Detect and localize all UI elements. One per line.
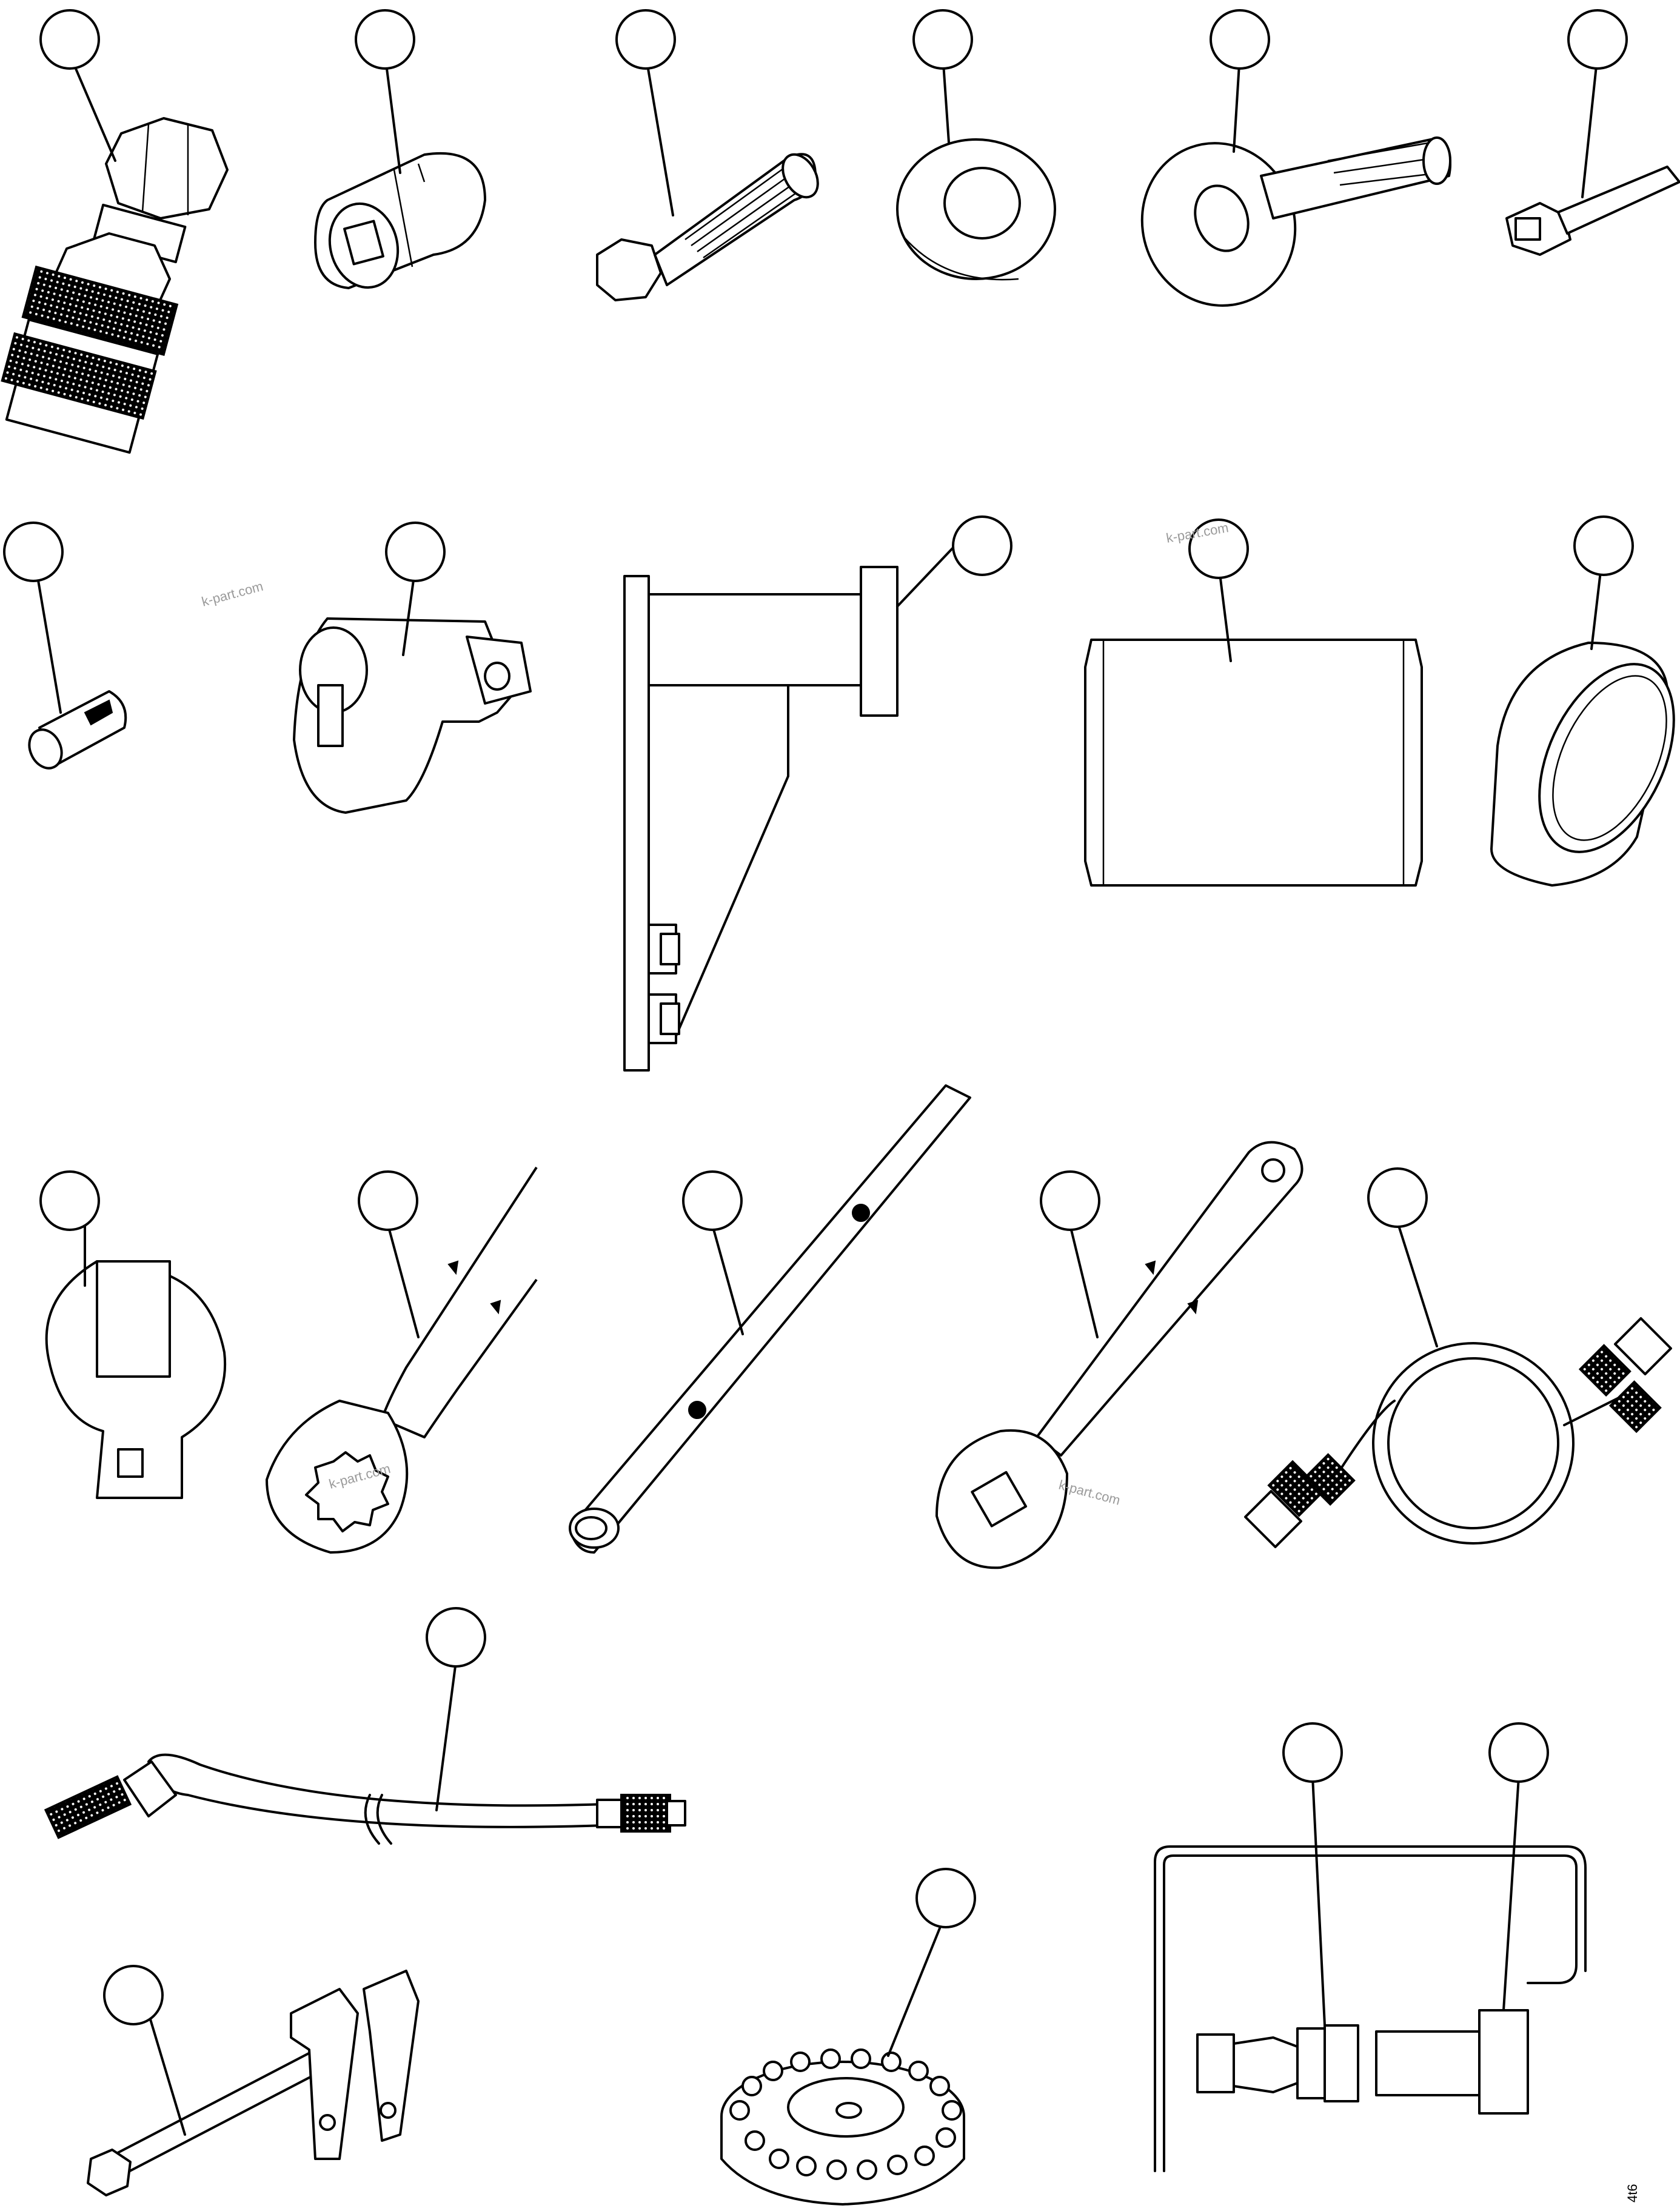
fixture-frame-tool: [1154, 1845, 1587, 2172]
sleeve-tool: [1084, 639, 1423, 887]
hydraulic-tensioner-tool: [720, 2048, 965, 2206]
figure-code: 4t6: [1625, 2184, 1640, 2203]
bolt-tool: [596, 153, 819, 301]
leader-lines: [32, 53, 1605, 2136]
box-end-handle-tool: [935, 1141, 1304, 1569]
ring-tool: [1490, 642, 1675, 887]
crowfoot-wrench-tool: [45, 1260, 227, 1499]
watermark: k-part.com: [1057, 1477, 1122, 1508]
watermark: k-part.com: [200, 579, 265, 609]
socket-adapter-tool: [314, 152, 486, 289]
puller-assembly-tool: [87, 1970, 420, 2196]
callout-circles: [3, 9, 1634, 2025]
bracket-fixture-tool: [623, 566, 899, 1072]
hydraulic-cylinder-tool: [1375, 2009, 1529, 2115]
cable-assembly-tool: [1244, 1317, 1672, 1548]
pin-tool: [28, 690, 127, 770]
quick-coupler-tool: [1, 117, 229, 454]
drive-extension-tool: [1505, 166, 1680, 256]
adapter-coupling-tool: [1196, 2024, 1359, 2102]
hydraulic-hose-tool: [44, 1753, 686, 1845]
eye-bolt-tool: [1140, 136, 1451, 307]
reducer-adapter-tool: [293, 617, 532, 814]
tubular-bar-tool: [569, 1084, 971, 1554]
washer-tool: [896, 138, 1056, 281]
box-wrench-tool: [266, 1166, 538, 1554]
